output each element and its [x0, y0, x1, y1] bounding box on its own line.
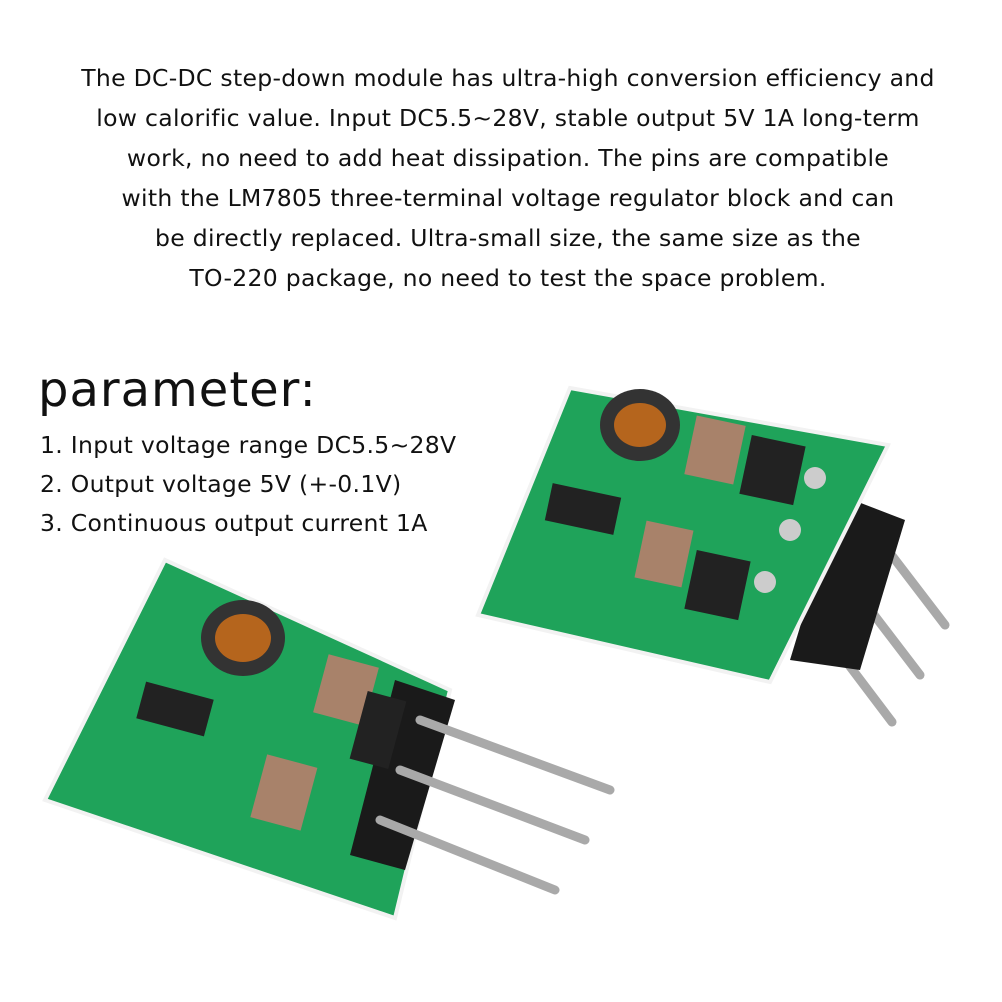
description-line: TO-220 package, no need to test the spac…: [189, 264, 827, 292]
parameter-heading: parameter:: [38, 362, 317, 418]
parameter-item: 3. Continuous output current 1A: [40, 509, 428, 537]
description-line: The DC-DC step-down module has ultra-hig…: [81, 64, 935, 92]
diode: [349, 691, 407, 769]
description-line: with the LM7805 three-terminal voltage r…: [121, 184, 895, 212]
parameter-item: 1. Input voltage range DC5.5~28V: [40, 431, 457, 459]
header-pins: [375, 715, 615, 895]
dc-dc-module-bottom-left: [42, 557, 615, 921]
description-line: low calorific value. Input DC5.5~28V, st…: [96, 104, 920, 132]
capacitor: [250, 754, 318, 831]
description-line: work, no need to add heat dissipation. T…: [126, 144, 890, 172]
ic-chip: [136, 681, 214, 737]
pcb-board: [42, 557, 453, 921]
parameter-list: 1. Input voltage range DC5.5~28V 2. Outp…: [40, 426, 456, 543]
capacitor: [684, 415, 746, 485]
description-line: be directly replaced. Ultra-small size, …: [155, 224, 861, 252]
parameter-item: 2. Output voltage 5V (+-0.1V): [40, 470, 402, 498]
capacitor: [634, 520, 694, 588]
dc-dc-module-top-right: [475, 385, 950, 727]
pin-header: [790, 495, 905, 670]
capacitor: [313, 654, 379, 726]
diode: [739, 435, 806, 506]
diode: [684, 550, 751, 621]
product-description: The DC-DC step-down module has ultra-hig…: [10, 58, 1002, 298]
ic-chip: [544, 483, 622, 535]
